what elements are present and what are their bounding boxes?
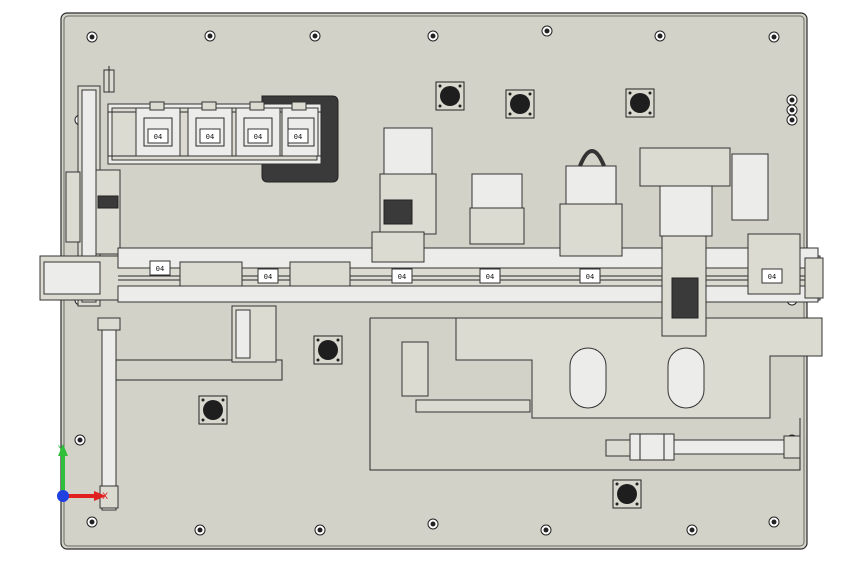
slot-plate-right [667, 347, 705, 409]
left-long-cylinder [97, 317, 121, 511]
module-label: 04 [486, 273, 494, 281]
left-lower-frame [115, 359, 283, 381]
module-label: 04 [294, 133, 302, 141]
module-carrier: 04 [479, 268, 501, 284]
station-4 [639, 147, 731, 337]
mounting-hole [768, 31, 780, 43]
mounting-hole [654, 30, 666, 42]
mounting-hole [314, 524, 326, 536]
module-label: 04 [254, 133, 262, 141]
mounting-hole [540, 524, 552, 536]
module-carrier: 04 [257, 268, 279, 284]
stepper-motor [313, 335, 343, 365]
module-label: 04 [206, 133, 214, 141]
module-label: 04 [156, 265, 164, 273]
mounting-hole [309, 30, 321, 42]
module-carrier: 04 [199, 128, 221, 144]
mounting-hole [86, 31, 98, 43]
small-bracket [401, 341, 429, 397]
stepper-motor [435, 81, 465, 111]
right-cylinder [605, 433, 801, 461]
mounting-hole [786, 114, 798, 126]
mounting-hole [74, 434, 86, 446]
left-vertical-rail [65, 66, 121, 307]
feeder-tray [107, 101, 322, 165]
module-carriers: 04 04 04 04 04 04 04 04 04 04 [147, 128, 783, 284]
bracket-bar [415, 399, 531, 413]
module-carrier: 04 [761, 268, 783, 284]
module-carrier: 04 [391, 268, 413, 284]
mounting-hole [427, 518, 439, 530]
mounting-hole [194, 524, 206, 536]
axis-triad: Y X [57, 444, 108, 502]
axis-x-label: X [102, 492, 108, 502]
mounting-hole [204, 30, 216, 42]
module-label: 04 [264, 273, 272, 281]
axis-y-label: Y [57, 445, 64, 455]
station-1 [371, 127, 437, 263]
module-carrier: 04 [579, 268, 601, 284]
station-2 [469, 173, 525, 245]
stepper-motor [612, 479, 642, 509]
stepper-motor [625, 88, 655, 118]
module-label: 04 [154, 133, 162, 141]
stepper-motors [198, 81, 655, 509]
mounting-hole [427, 30, 439, 42]
mounting-hole [768, 516, 780, 528]
module-label: 04 [398, 273, 406, 281]
mounting-hole [541, 25, 553, 37]
mounting-hole [786, 94, 798, 106]
module-label: 04 [586, 273, 594, 281]
mounting-hole [686, 524, 698, 536]
stepper-motor [198, 395, 228, 425]
mounting-hole [86, 516, 98, 528]
module-carrier: 04 [147, 128, 169, 144]
module-carrier: 04 [149, 260, 171, 276]
station-5 [731, 153, 801, 295]
left-lower-slide [235, 309, 251, 359]
mounting-hole [786, 104, 798, 116]
stepper-motor [505, 89, 535, 119]
slot-plate-left [569, 347, 607, 409]
station-3 [559, 149, 623, 257]
module-label: 04 [768, 273, 776, 281]
module-carrier: 04 [287, 128, 309, 144]
module-carrier: 04 [247, 128, 269, 144]
